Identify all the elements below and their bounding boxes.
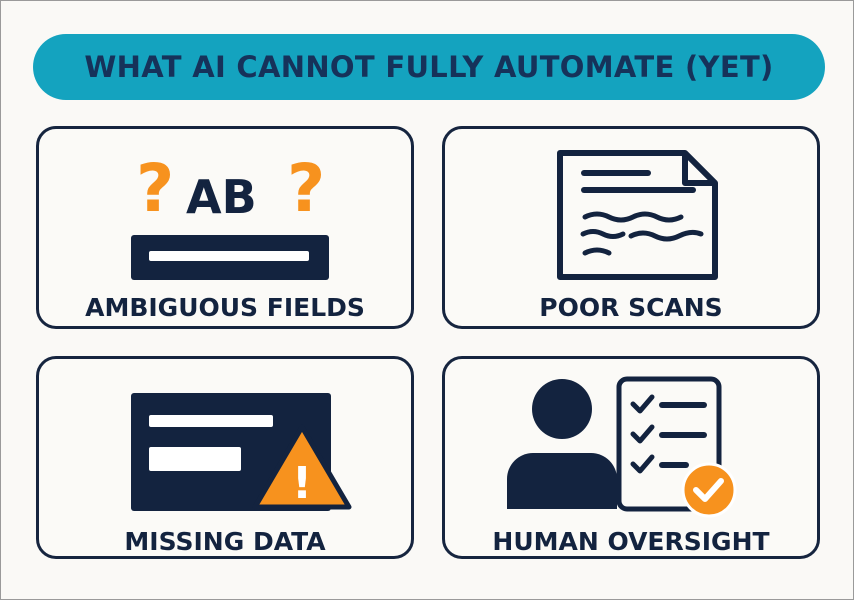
- card-human-oversight: HUMAN OVERSIGHT: [442, 356, 820, 559]
- exclamation-glyph: !: [292, 458, 312, 509]
- card-missing-data: ! MISSING DATA: [36, 356, 414, 559]
- card-label: POOR SCANS: [539, 293, 723, 322]
- missing-field-warning-icon: !: [131, 393, 352, 511]
- page-title: WHAT AI CANNOT FULLY AUTOMATE (YET): [84, 50, 774, 84]
- person-head-icon: [532, 379, 592, 439]
- card-label: HUMAN OVERSIGHT: [492, 527, 770, 556]
- warning-triangle-icon: [252, 424, 352, 510]
- blurry-document-icon: [557, 150, 718, 280]
- ab-text: AB: [186, 170, 257, 224]
- card-ambiguous-fields: ? AB ? AMBIGUOUS FIELDS: [36, 126, 414, 329]
- person-body-icon: [507, 453, 617, 509]
- card-poor-scans: POOR SCANS: [442, 126, 820, 329]
- card-label: MISSING DATA: [124, 527, 326, 556]
- card-label: AMBIGUOUS FIELDS: [85, 293, 365, 322]
- question-mark-right-icon: ?: [287, 150, 325, 227]
- question-ab-field-icon: ? AB ?: [131, 150, 329, 280]
- title-banner: WHAT AI CANNOT FULLY AUTOMATE (YET): [33, 34, 825, 100]
- person-checklist-icon: [507, 376, 737, 518]
- question-mark-left-icon: ?: [136, 150, 174, 227]
